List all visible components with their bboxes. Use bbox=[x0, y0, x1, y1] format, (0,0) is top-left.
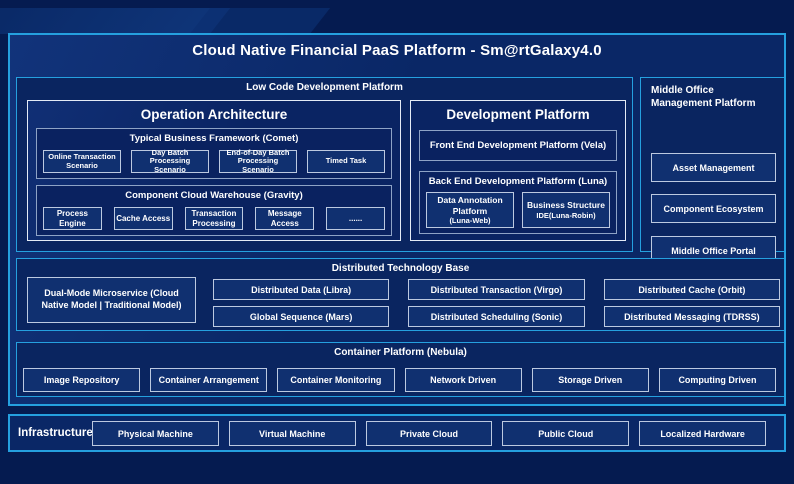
main-frame: Cloud Native Financial PaaS Platform - S… bbox=[8, 33, 786, 406]
distributed-technology-base-box: Distributed Technology Base Dual-Mode Mi… bbox=[16, 258, 785, 331]
development-platform-title: Development Platform bbox=[446, 107, 590, 122]
data-annotation-platform-sublabel: (Luna-Web) bbox=[449, 215, 491, 225]
business-structure-ide-box: Business Structure IDE(Luna-Robin) bbox=[522, 192, 610, 228]
end-of-day-batch-processing-box: End-of-Day Batch Processing Scenario bbox=[219, 148, 297, 174]
day-batch-processing-scenario-box: Day Batch Processing Scenario bbox=[131, 148, 209, 174]
message-access-box: Message Access bbox=[255, 207, 315, 230]
component-cloud-warehouse-label: Component Cloud Warehouse (Gravity) bbox=[125, 190, 303, 201]
physical-machine-box: Physical Machine bbox=[92, 421, 219, 446]
transaction-processing-box: Transaction Processing bbox=[184, 207, 244, 230]
virtual-machine-box: Virtual Machine bbox=[228, 421, 356, 446]
cache-access-box: Cache Access bbox=[113, 207, 173, 230]
low-code-development-platform-box: Low Code Development Platform Operation … bbox=[16, 77, 633, 252]
distributed-items-grid: Distributed Data (Libra) Distributed Tra… bbox=[213, 279, 780, 327]
distributed-technology-base-label: Distributed Technology Base bbox=[331, 263, 470, 274]
distributed-transaction-box: Distributed Transaction (Virgo) bbox=[408, 279, 585, 300]
data-annotation-platform-label: Data Annotation Platform bbox=[437, 195, 503, 216]
distributed-data-box: Distributed Data (Libra) bbox=[213, 279, 390, 300]
private-cloud-box: Private Cloud bbox=[365, 421, 493, 446]
middle-office-management-platform-box: Middle Office Management Platform Asset … bbox=[640, 77, 785, 265]
back-end-platform-label: Back End Development Platform (Luna) bbox=[428, 176, 608, 187]
infrastructure-label: Infrastructure bbox=[18, 427, 93, 439]
business-structure-ide-label: Business Structure bbox=[527, 200, 605, 211]
distributed-scheduling-box: Distributed Scheduling (Sonic) bbox=[408, 306, 585, 327]
computing-driven-box: Computing Driven bbox=[658, 368, 777, 392]
container-platform-label: Container Platform (Nebula) bbox=[334, 347, 467, 358]
timed-task-box: Timed Task bbox=[307, 150, 385, 173]
process-engine-box: Process Engine bbox=[43, 207, 102, 230]
container-platform-box: Container Platform (Nebula) Image Reposi… bbox=[16, 342, 785, 397]
localized-hardware-box: Localized Hardware bbox=[639, 421, 766, 446]
operation-architecture-box: Operation Architecture Typical Business … bbox=[27, 100, 401, 241]
container-platform-items: Image Repository Container Arrangement C… bbox=[23, 368, 777, 392]
dual-mode-microservice-box: Dual-Mode Microservice (Cloud Native Mod… bbox=[27, 277, 196, 323]
middle-office-platform-label: Middle Office Management Platform bbox=[651, 85, 756, 109]
typical-business-framework-label: Typical Business Framework (Comet) bbox=[129, 133, 299, 144]
back-end-items: Data Annotation Platform (Luna-Web) Busi… bbox=[426, 192, 610, 228]
storage-driven-box: Storage Driven bbox=[531, 368, 649, 392]
business-structure-ide-sublabel: IDE(Luna-Robin) bbox=[536, 210, 596, 220]
infrastructure-items: Physical Machine Virtual Machine Private… bbox=[92, 421, 766, 446]
distributed-cache-box: Distributed Cache (Orbit) bbox=[603, 279, 780, 300]
data-annotation-platform-box: Data Annotation Platform (Luna-Web) bbox=[426, 192, 514, 228]
development-platform-box: Development Platform Front End Developme… bbox=[410, 100, 626, 241]
back-end-development-platform-box: Back End Development Platform (Luna) Dat… bbox=[419, 171, 617, 234]
ellipsis-box: ...... bbox=[326, 207, 385, 230]
operation-architecture-title: Operation Architecture bbox=[140, 107, 288, 122]
typical-business-items: Online Transaction Scenario Day Batch Pr… bbox=[43, 148, 385, 174]
component-cloud-warehouse-box: Component Cloud Warehouse (Gravity) Proc… bbox=[36, 185, 392, 236]
online-transaction-scenario-box: Online Transaction Scenario bbox=[43, 150, 121, 173]
front-end-development-platform-box: Front End Development Platform (Vela) bbox=[419, 130, 617, 161]
low-code-platform-label: Low Code Development Platform bbox=[246, 82, 403, 93]
distributed-messaging-box: Distributed Messaging (TDRSS) bbox=[603, 306, 780, 327]
asset-management-box: Asset Management bbox=[651, 153, 776, 182]
component-ecosystem-box: Component Ecosystem bbox=[651, 194, 776, 223]
decorative-stripe-right bbox=[189, 8, 331, 34]
network-driven-box: Network Driven bbox=[404, 368, 522, 392]
container-monitoring-box: Container Monitoring bbox=[277, 368, 395, 392]
component-cloud-items: Process Engine Cache Access Transaction … bbox=[43, 207, 385, 230]
infrastructure-bar: Infrastructure Physical Machine Virtual … bbox=[8, 414, 786, 452]
typical-business-framework-box: Typical Business Framework (Comet) Onlin… bbox=[36, 128, 392, 179]
public-cloud-box: Public Cloud bbox=[502, 421, 630, 446]
page-title: Cloud Native Financial PaaS Platform - S… bbox=[192, 42, 602, 59]
image-repository-box: Image Repository bbox=[23, 368, 141, 392]
global-sequence-box: Global Sequence (Mars) bbox=[213, 306, 390, 327]
container-arrangement-box: Container Arrangement bbox=[150, 368, 268, 392]
